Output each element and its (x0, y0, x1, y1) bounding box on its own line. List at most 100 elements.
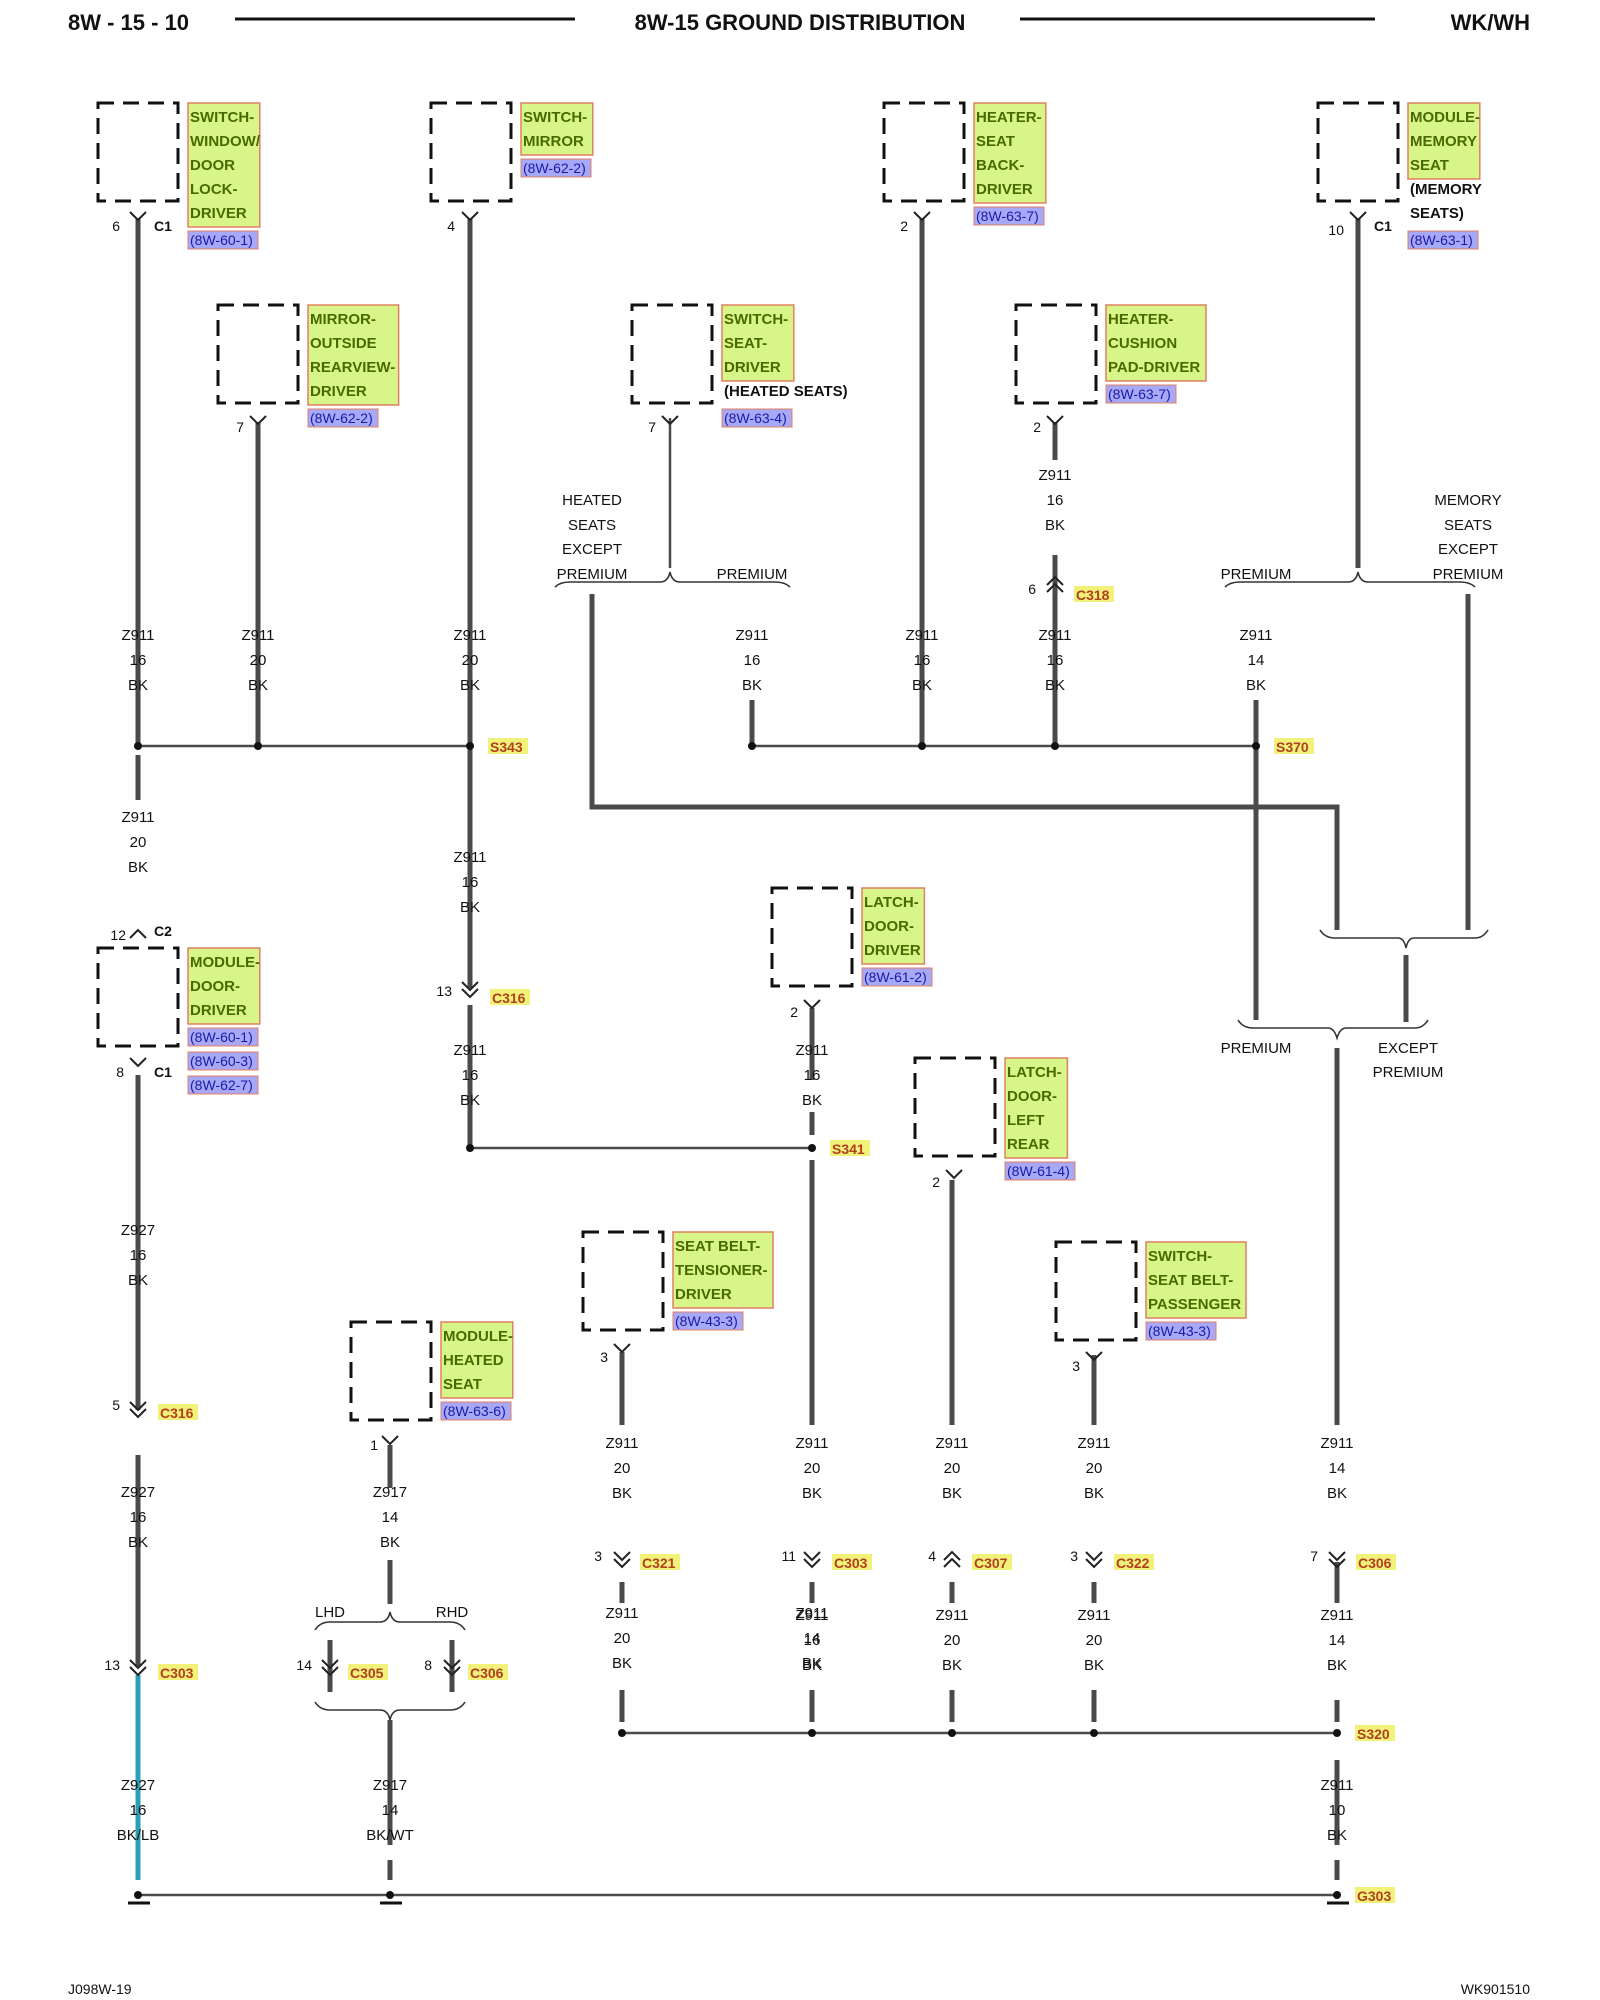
component-ref-link[interactable]: (8W-62-7) (190, 1077, 253, 1093)
component-ref-link[interactable]: (8W-63-6) (443, 1403, 506, 1419)
component-label-bg (861, 887, 926, 965)
connector-tag-bg (1074, 586, 1114, 602)
splice-dot (1333, 1729, 1341, 1737)
component-label-bg (721, 304, 795, 382)
wire-color: BK (942, 1485, 962, 1502)
splice-dot (1090, 1729, 1098, 1737)
option-labels: HEATED SEATS EXCEPT PREMIUM PREMIUM PREM… (315, 492, 1503, 1621)
component-ref-bg (307, 408, 379, 428)
brace-heated-seats (554, 571, 791, 588)
component-name-line: LEFT (1007, 1112, 1045, 1129)
component-name-line: DOOR- (864, 918, 914, 935)
connector-id: C1 (1374, 218, 1392, 234)
component-name-line: MEMORY (1410, 133, 1477, 150)
component-label: SWITCH-MIRROR(8W-62-2) (520, 102, 594, 178)
splice-tag-bg (1274, 738, 1314, 754)
option-lhd: LHD (315, 1604, 345, 1621)
wire-gauge: 14 (1248, 652, 1265, 669)
component-label: SEAT BELT-TENSIONER-DRIVER(8W-43-3) (672, 1231, 774, 1331)
component-name-line: WINDOW/ (190, 133, 261, 150)
component-ref-link[interactable]: (8W-63-7) (1108, 386, 1171, 402)
ground-tag-bg (1355, 1887, 1395, 1903)
connector-pin: 6 (1028, 581, 1036, 597)
component-ref-link[interactable]: (8W-43-3) (1148, 1323, 1211, 1339)
component-box (581, 1230, 665, 1332)
wire-circuit: Z911 (1038, 467, 1071, 484)
wire-color: BK (1045, 517, 1065, 534)
wire-gauge: 14 (382, 1509, 399, 1526)
component-box (349, 1320, 433, 1422)
pin-chevron (129, 211, 147, 222)
wire-color: BK (802, 1657, 822, 1674)
connector-tag-bg (158, 1664, 198, 1680)
connector-tag-bg (1356, 1554, 1396, 1570)
component-name-line: SWITCH- (190, 109, 254, 126)
wire-gauge: 16 (130, 1509, 147, 1526)
component-ref-link[interactable]: (8W-62-2) (523, 160, 586, 176)
component-pins: 6 C1 4 2 10 C1 7 7 2 12 C2 8 C1 2 2 3 3 … (110, 218, 1392, 1453)
connector-name: C318 (1076, 587, 1110, 603)
pin-number: 6 (112, 218, 120, 234)
connector-c306 (443, 1666, 461, 1677)
connector-pin: 11 (781, 1548, 796, 1564)
connector-c306 (443, 1659, 461, 1670)
connector-name: C307 (974, 1555, 1008, 1571)
connector-name: C305 (350, 1665, 384, 1681)
wire-gauge: 20 (944, 1632, 961, 1649)
option-rhd: RHD (436, 1604, 469, 1621)
wire-color: BK (460, 677, 480, 694)
component-box (1316, 101, 1400, 203)
connector-pin: 14 (296, 1657, 312, 1673)
splice-s341: S341 (832, 1141, 865, 1157)
wire-color: BK (802, 1485, 822, 1502)
component-box (630, 303, 714, 405)
connector-name: C321 (642, 1555, 676, 1571)
splice-dot (948, 1729, 956, 1737)
component-ref-link[interactable]: (8W-62-2) (310, 410, 373, 426)
connector-c322 (1085, 1558, 1103, 1569)
component-label-bg (307, 304, 400, 406)
component-ref-link[interactable]: (8W-63-7) (976, 208, 1039, 224)
wire-gauge: 14 (1329, 1632, 1346, 1649)
component-ref-link[interactable]: (8W-61-4) (1007, 1163, 1070, 1179)
component-name-line: SEAT (976, 133, 1015, 150)
wire-circuit: Z911 (1320, 1777, 1353, 1794)
wire-circuit: Z927 (121, 1222, 155, 1239)
pin-number: 2 (1033, 419, 1041, 435)
component-ref-link[interactable]: (8W-60-3) (190, 1053, 253, 1069)
connector-pin: 7 (1310, 1548, 1318, 1564)
brace-lhd-rhd (314, 1611, 466, 1631)
component-label-bg (1105, 304, 1207, 382)
component-ref-link[interactable]: (8W-60-1) (190, 1029, 253, 1045)
splice-tag-bg (830, 1140, 870, 1156)
wire-segment (589, 594, 1340, 930)
component-ref-link[interactable]: (8W-61-2) (864, 969, 927, 985)
connector-pin: 5 (112, 1397, 120, 1413)
wire-gauge: 16 (130, 652, 147, 669)
wire-circuit: Z911 (1077, 1435, 1110, 1452)
component-ref-link[interactable]: (8W-63-4) (724, 410, 787, 426)
pin-number: 8 (116, 1064, 124, 1080)
wire-color: BK (1327, 1657, 1347, 1674)
footer-page-id: WK901510 (1461, 1981, 1530, 1997)
wire-gauge: 20 (804, 1460, 821, 1477)
option-memory-seats-line: EXCEPT (1438, 541, 1498, 558)
component-ref-bg (1105, 384, 1177, 404)
wire-color: BK (802, 1092, 822, 1109)
pin-chevron (129, 928, 147, 939)
component-box (770, 886, 854, 988)
wire-circuit: Z911 (453, 627, 486, 644)
component-ref-bg (721, 408, 793, 428)
component-name-line: SWITCH- (724, 311, 788, 328)
component-ref-link[interactable]: (8W-63-1) (1410, 232, 1473, 248)
component-ref-link[interactable]: (8W-43-3) (675, 1313, 738, 1329)
component-ref-link[interactable]: (8W-60-1) (190, 232, 253, 248)
